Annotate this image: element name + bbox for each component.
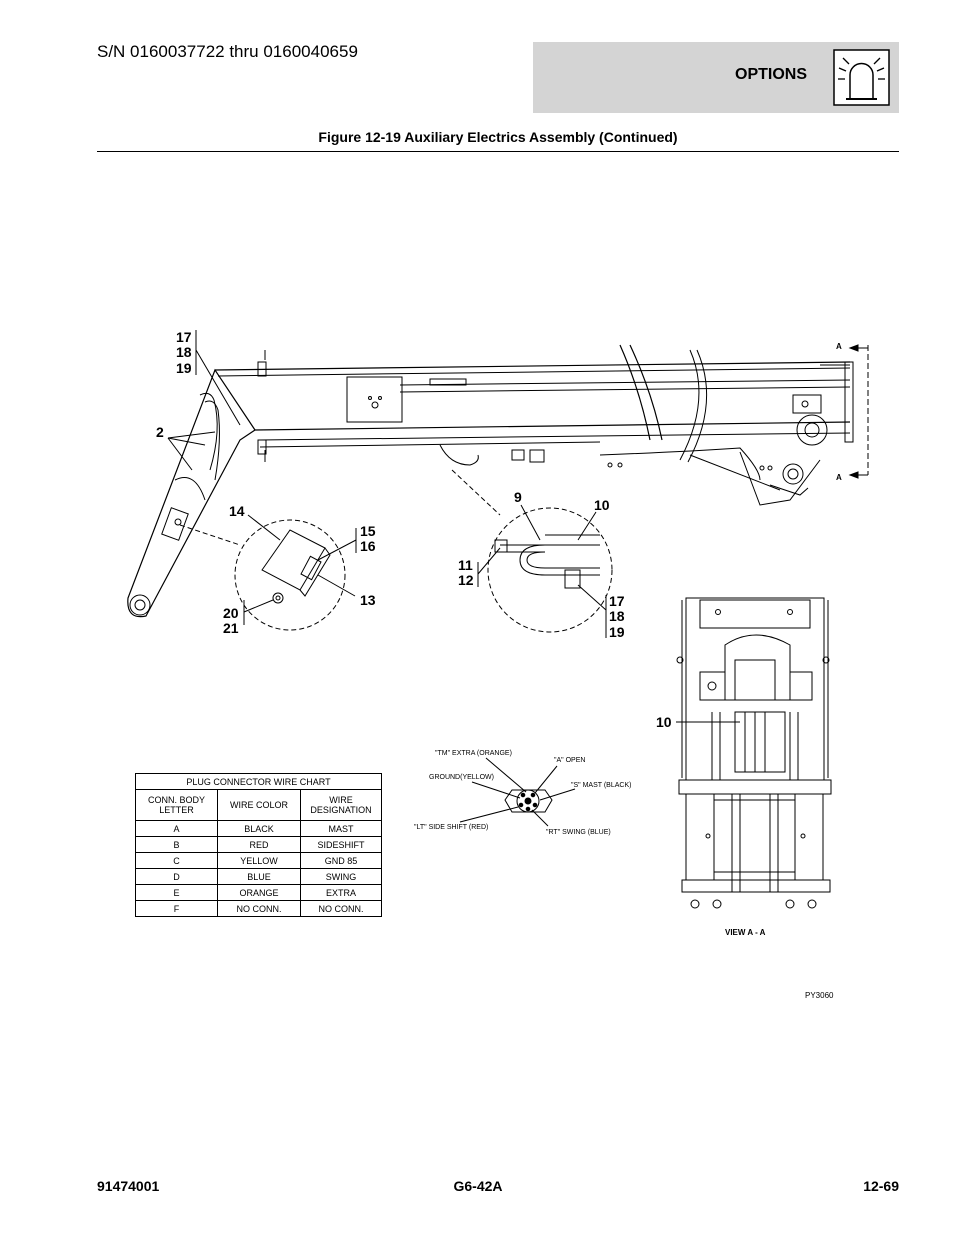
table-cell: C xyxy=(135,852,218,869)
drawing-id: PY3060 xyxy=(805,991,834,1000)
callout-19-top: 19 xyxy=(176,360,192,376)
boom-body xyxy=(214,344,854,506)
section-cut-a xyxy=(848,344,869,479)
footer-model: G6-42A xyxy=(453,1178,503,1194)
callout-9: 9 xyxy=(514,489,522,505)
callout-20: 20 xyxy=(223,605,239,621)
boom-link xyxy=(127,368,256,618)
table-row: A BLACK MAST xyxy=(135,820,382,837)
table-cell: GND 85 xyxy=(300,852,382,869)
callout-10-view: 10 xyxy=(656,714,672,730)
callout-leaders xyxy=(167,330,740,723)
table-row: D BLUE SWING xyxy=(135,868,382,885)
callout-21: 21 xyxy=(223,620,239,636)
table-cell: F xyxy=(135,900,218,917)
table-cell: E xyxy=(135,884,218,901)
serial-range: S/N 0160037722 thru 0160040659 xyxy=(97,42,358,61)
header-wire-designation: WIRE DESIGNATION xyxy=(300,789,382,821)
callout-15: 15 xyxy=(360,523,376,539)
table-cell: NO CONN. xyxy=(300,900,382,917)
section-title: OPTIONS xyxy=(735,66,808,83)
header-rule xyxy=(97,151,899,152)
table-cell: SWING xyxy=(300,868,382,885)
table-cell: RED xyxy=(217,836,301,853)
wire-chart-title: PLUG CONNECTOR WIRE CHART xyxy=(135,773,382,790)
table-row: F NO CONN. NO CONN. xyxy=(135,900,382,917)
callout-14: 14 xyxy=(229,503,245,519)
callout-11: 11 xyxy=(458,557,473,573)
detail-circle-left xyxy=(179,519,346,631)
connector-label-lt: "LT" SIDE SHIFT (RED) xyxy=(414,824,488,831)
view-a-a-drawing xyxy=(676,597,832,909)
header-conn-body-letter: CONN. BODY LETTER xyxy=(135,789,218,821)
table-cell: MAST xyxy=(300,820,382,837)
callout-18-bottom: 18 xyxy=(609,608,625,624)
callout-17-bottom: 17 xyxy=(609,593,625,609)
callout-12: 12 xyxy=(458,572,474,588)
section-mark-top: A xyxy=(836,342,842,351)
table-cell: ORANGE xyxy=(217,884,301,901)
connector-label-tm: "TM" EXTRA (ORANGE) xyxy=(435,750,512,757)
footer-part-number: 91474001 xyxy=(97,1178,160,1194)
section-mark-bottom: A xyxy=(836,473,842,482)
view-label: VIEW A - A xyxy=(725,928,766,937)
section-tab: OPTIONS xyxy=(533,42,899,113)
table-cell: NO CONN. xyxy=(217,900,301,917)
table-cell: B xyxy=(135,836,218,853)
table-cell: YELLOW xyxy=(217,852,301,869)
callout-17-top: 17 xyxy=(176,329,192,345)
connector-label-ground: GROUND(YELLOW) xyxy=(429,774,494,781)
figure-title: Figure 12-19 Auxiliary Electrics Assembl… xyxy=(318,129,678,145)
table-cell: SIDESHIFT xyxy=(300,836,382,853)
callout-10-detail: 10 xyxy=(594,497,610,513)
detail-circle-right xyxy=(451,469,613,633)
connector-label-s: "S" MAST (BLACK) xyxy=(571,782,631,789)
connector-label-a: "A" OPEN xyxy=(554,757,585,764)
table-cell: BLUE xyxy=(217,868,301,885)
table-cell: A xyxy=(135,820,218,837)
table-cell: BLACK xyxy=(217,820,301,837)
table-row: B RED SIDESHIFT xyxy=(135,836,382,853)
connector-label-rt: "RT" SWING (BLUE) xyxy=(546,829,611,836)
header-wire-color: WIRE COLOR xyxy=(217,789,301,821)
callout-19-bottom: 19 xyxy=(609,624,625,640)
beacon-light-icon xyxy=(833,49,890,106)
footer-page-number: 12-69 xyxy=(863,1178,899,1194)
plug-connector-wire-chart: PLUG CONNECTOR WIRE CHART CONN. BODY LET… xyxy=(135,773,382,917)
callout-16: 16 xyxy=(360,538,376,554)
connector-face-diagram xyxy=(459,757,576,827)
table-cell: D xyxy=(135,868,218,885)
callout-2: 2 xyxy=(156,424,164,440)
table-cell: EXTRA xyxy=(300,884,382,901)
table-row: E ORANGE EXTRA xyxy=(135,884,382,901)
callout-18-top: 18 xyxy=(176,344,192,360)
table-row: C YELLOW GND 85 xyxy=(135,852,382,869)
callout-13: 13 xyxy=(360,592,376,608)
